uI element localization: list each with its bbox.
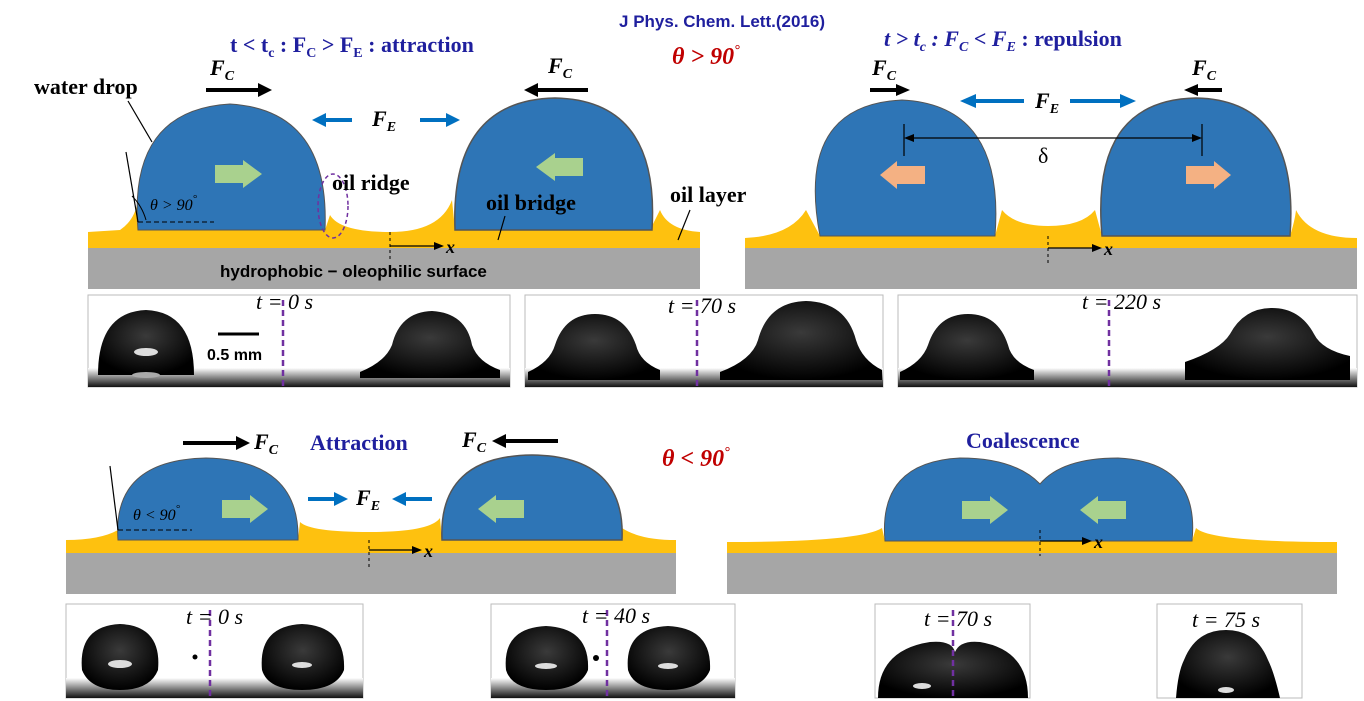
fc-label-bl-right: FC (461, 427, 487, 456)
fc-arrow-tr-left (896, 84, 910, 96)
photo-bottom-2: t = 70 s (874, 603, 1031, 699)
drop-silhouette (505, 626, 589, 690)
photo-time-label: t = 0 s (256, 289, 313, 314)
green-arrow-bl-left (478, 495, 524, 523)
drop-silhouette (720, 301, 882, 380)
oil-layer-bl (66, 518, 676, 553)
photo-time-label: t = 70 s (924, 606, 992, 631)
water-drop-bl-right (441, 454, 623, 541)
fe-arrow-bl-left (392, 492, 406, 506)
oil-layer-br (727, 528, 1337, 553)
angle-label-top: θ > 90° (150, 193, 198, 214)
drop-silhouette (81, 624, 159, 690)
fc-arrow-bl-right (492, 434, 506, 448)
oil-ridge-marker (317, 173, 349, 239)
x-axis-arrow-top-right (1092, 244, 1102, 252)
water-drop-pointer (127, 100, 153, 143)
water-drop-bl-left (117, 457, 299, 541)
photo-time-label: t = 70 s (668, 293, 736, 318)
oil-bridge-label: oil bridge (486, 190, 576, 215)
oil-ridge-label: oil ridge (332, 170, 410, 195)
condition-bottom: θ < 90° (662, 445, 730, 472)
oil-layer (88, 200, 700, 248)
x-label-top-right: x (1103, 239, 1113, 259)
green-arrow-br-left (1080, 496, 1126, 524)
photo-time-label: t = 0 s (186, 604, 243, 629)
drop-silhouette (1176, 630, 1280, 698)
fe-arrow-bl-right (334, 492, 348, 506)
fe-label: FE (371, 106, 396, 135)
delta-label: δ (1038, 143, 1048, 168)
salmon-arrow-right (1186, 161, 1231, 189)
photo-bottom-3: t = 75 s (1156, 603, 1303, 699)
drop-silhouette (627, 626, 711, 690)
fc-label-tr-left: FC (871, 55, 897, 84)
photo-top-0: 0.5 mm t = 0 s (87, 289, 511, 388)
water-drop-label: water drop (34, 74, 138, 99)
coalescence-label: Coalescence (966, 428, 1080, 453)
photo-time-label: t = 40 s (582, 603, 650, 628)
x-axis-arrow-top-left (434, 242, 444, 250)
photo-bottom-0: t = 0 s (65, 603, 364, 699)
drop-silhouette (98, 310, 194, 375)
fe-arrow-left (312, 113, 326, 127)
green-arrow-left (536, 153, 583, 181)
x-label-br: x (1093, 532, 1103, 552)
panel-top-right: t > tc : FC < FE : repulsion δ FC FC (745, 26, 1357, 289)
attraction-label: Attraction (310, 430, 408, 455)
angle-label-bottom: θ < 90° (133, 503, 181, 524)
fe-label-bl: FE (355, 485, 380, 514)
x-label-top-left: x (445, 237, 455, 257)
x-axis-arrow-bl (412, 546, 422, 554)
photo-time-label: t = 220 s (1082, 289, 1161, 314)
top-right-title: t > tc : FC < FE : repulsion (884, 26, 1122, 55)
panel-bottom-left: FC FC Attraction FE θ < 90° x (66, 427, 676, 594)
citation: J Phys. Chem. Lett.(2016) (619, 12, 825, 31)
drop-silhouette (1185, 308, 1350, 380)
oil-layer-right (745, 210, 1357, 248)
surface-label: hydrophobic − oleophilic surface (220, 262, 487, 281)
top-left-title: t < tc : FC > FE : attraction (230, 32, 474, 61)
drop-silhouette (900, 314, 1034, 380)
x-axis-arrow-br (1082, 537, 1092, 545)
drop-silhouette (528, 314, 660, 380)
coalescing-drops (883, 457, 1194, 542)
photo-top-1: t = 70 s (524, 293, 884, 388)
condition-top: θ > 90° (672, 43, 740, 70)
contact-angle-tangent (125, 151, 139, 223)
surface-substrate (88, 247, 700, 289)
x-label-bl: x (423, 541, 433, 561)
fe-arrow-tr-left (960, 94, 976, 108)
drop-silhouette (360, 311, 500, 378)
fc-label-tr-right: FC (1191, 55, 1217, 84)
photo-bottom-1: t = 40 s (490, 603, 736, 699)
oil-layer-label: oil layer (670, 182, 747, 207)
green-arrow-br-right (962, 496, 1008, 524)
surface-substrate-bl (66, 552, 676, 594)
fc-label-left: FC (209, 55, 235, 84)
fc-arrow-bl-left (236, 436, 250, 450)
panel-bottom-right: Coalescence x (727, 428, 1337, 594)
panel-top-left: t < tc : FC > FE : attraction FC FC FE (34, 32, 747, 289)
scale-bar-label: 0.5 mm (207, 347, 262, 364)
salmon-arrow-left (880, 161, 925, 189)
fc-arrow-tr-right (1184, 84, 1198, 96)
photo-time-label: t = 75 s (1192, 607, 1260, 632)
fc-label-bl-left: FC (253, 429, 279, 458)
fe-label-tr: FE (1034, 88, 1059, 117)
drop-silhouette (261, 624, 345, 690)
surface-substrate-br (727, 552, 1337, 594)
fc-label-right: FC (547, 53, 573, 82)
fe-arrow-right (446, 113, 460, 127)
surface-substrate-right (745, 247, 1357, 289)
fe-arrow-tr-right (1120, 94, 1136, 108)
photo-top-2: t = 220 s (897, 289, 1358, 388)
green-arrow-right (215, 160, 262, 188)
green-arrow-bl-right (222, 495, 268, 523)
